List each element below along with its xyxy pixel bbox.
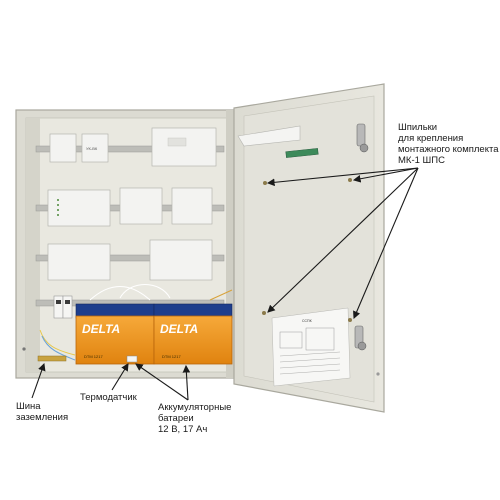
- door-stud: [348, 178, 352, 182]
- cabinet-hinge-strip: [226, 110, 234, 378]
- arrow-battery-2: [182, 364, 191, 401]
- door-plate-diagram: [279, 331, 303, 349]
- door-bolt: [376, 372, 380, 376]
- callout-line: 12 В, 17 Ач: [158, 424, 208, 435]
- callout-line: Термодатчик: [80, 392, 137, 403]
- battery-brand: DELTA: [82, 322, 120, 336]
- door-plate-line: [279, 363, 341, 369]
- door-plate-line: [279, 357, 341, 363]
- callout-line: Шина: [16, 401, 41, 412]
- door-cable: [237, 125, 301, 147]
- module-display: [167, 137, 187, 147]
- callout-line: МК-1 ШПС: [398, 155, 445, 166]
- arrow-ground: [31, 362, 46, 399]
- door-plate-paper: [271, 307, 351, 387]
- battery-model: DTM 1217: [162, 354, 181, 359]
- wire: [209, 289, 233, 301]
- thermosensor: [126, 355, 138, 363]
- wire: [39, 329, 76, 356]
- wire: [89, 286, 151, 301]
- din-rail: [35, 145, 225, 153]
- circuit-breakers: [53, 295, 73, 319]
- din-rail: [35, 254, 225, 262]
- modules-row-2: [47, 187, 213, 227]
- breaker-switch: [56, 300, 61, 304]
- module-box: [151, 127, 217, 167]
- callout-line: Шпильки: [398, 122, 438, 133]
- door-stud: [348, 318, 352, 322]
- thermosensor-body: [126, 355, 138, 363]
- module-box: [171, 187, 213, 225]
- module-label: УК-ВК: [86, 146, 98, 151]
- module-box: [149, 239, 213, 281]
- module-box: [119, 187, 163, 225]
- callout-ground: Шина заземления: [16, 401, 68, 423]
- module-box: [81, 133, 109, 163]
- wire: [41, 335, 76, 361]
- batteries: DELTA DTM 1217 DELTA DTM 1217: [75, 303, 233, 365]
- arrow-studs-4: [353, 167, 419, 320]
- callout-studs: Шпильки для крепления монтажного комплек…: [398, 122, 499, 166]
- module-box: [47, 243, 111, 281]
- door-pcb: [285, 148, 319, 158]
- arrow-thermo: [111, 363, 129, 391]
- arrow-studs-3: [267, 167, 419, 313]
- module-led: [57, 209, 59, 211]
- modules-row-3: [47, 239, 213, 281]
- callout-arrows: [31, 167, 419, 401]
- door-plate-line: [279, 369, 341, 375]
- cabinet-bolt: [22, 347, 26, 351]
- arrow-studs-1: [266, 167, 419, 187]
- callout-battery: Аккумуляторные батареи 12 В, 17 Ач: [158, 402, 231, 435]
- module-box: [49, 133, 77, 163]
- arrow-studs-2: [352, 167, 419, 183]
- battery-body: [153, 315, 233, 365]
- battery-brand: DELTA: [160, 322, 198, 336]
- cabinet-door: ССПК: [233, 83, 385, 413]
- circuit-breaker: [53, 295, 64, 319]
- door-info-plate: ССПК: [271, 307, 351, 387]
- door-stud: [263, 181, 267, 185]
- door-lock-top: [356, 123, 366, 147]
- door-plate-line: [279, 351, 341, 357]
- module-box: [47, 189, 111, 227]
- arrow-battery-1: [135, 363, 189, 401]
- module-led: [57, 199, 59, 201]
- door-lock-knob: [357, 341, 367, 351]
- battery-model: DTM 1217: [84, 354, 103, 359]
- callout-line: Аккумуляторные: [158, 402, 232, 413]
- cabinet-side-shade: [26, 118, 40, 372]
- wiring: [39, 284, 233, 361]
- grounding-bus: [37, 355, 67, 362]
- breaker-switch: [65, 300, 70, 304]
- wire: [119, 284, 171, 299]
- callout-line: для крепления: [398, 133, 464, 144]
- callout-line: заземления: [16, 412, 69, 423]
- circuit-breaker: [62, 295, 73, 319]
- door-plate-title: ССПК: [302, 319, 313, 323]
- door-lock-knob: [359, 143, 369, 153]
- door-stud: [262, 311, 266, 315]
- modules-row-1: УК-ВК: [49, 127, 217, 167]
- callout-line: батареи: [158, 413, 194, 424]
- callout-thermo: Термодатчик: [80, 392, 137, 403]
- module-led: [57, 204, 59, 206]
- module-led: [57, 214, 59, 216]
- battery-body: [75, 315, 155, 365]
- ground-bar: [37, 355, 67, 362]
- callout-line: монтажного комплекта: [398, 144, 499, 155]
- door-plate-diagram: [305, 327, 335, 351]
